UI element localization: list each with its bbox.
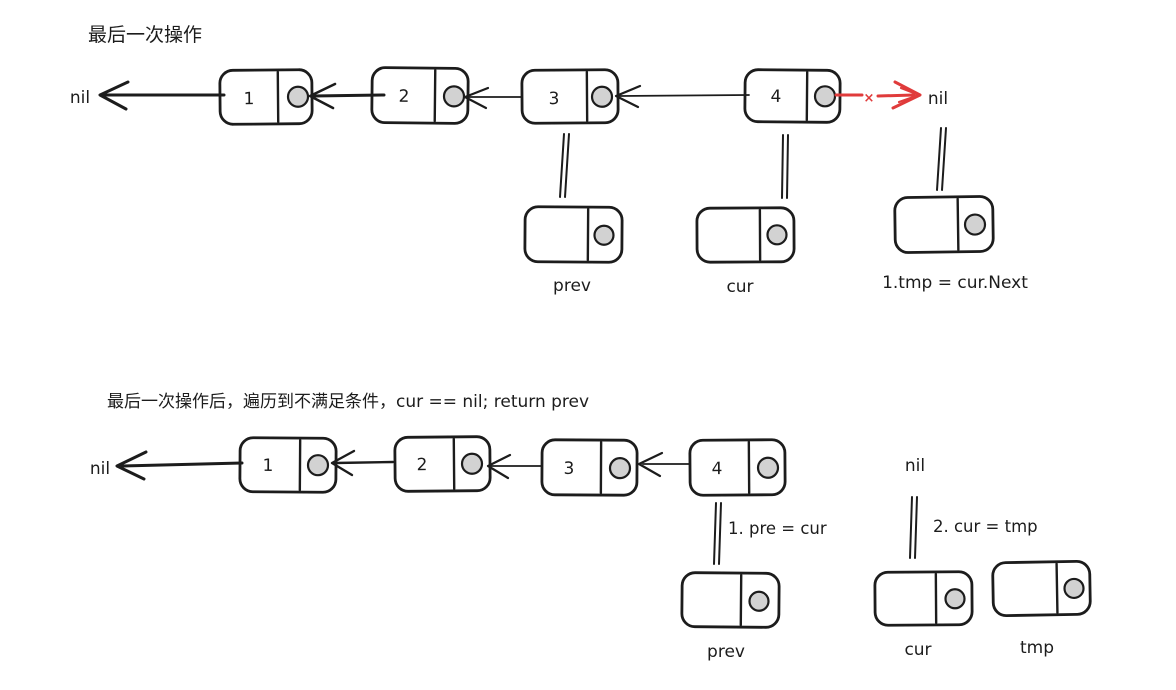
diagram-after-last-operation: 最后一次操作后，遍历到不满足条件，cur == nil; return prev… <box>90 392 1092 662</box>
bottom-node-2-box <box>393 435 492 493</box>
bottom-prev-box <box>680 571 781 629</box>
bottom-prev-label: prev <box>707 642 745 662</box>
bottom-tmp-pointer-box <box>991 559 1092 618</box>
top-node-1: 1 <box>218 68 314 126</box>
bottom-node-1: 1 <box>238 436 338 494</box>
top-prev-label: prev <box>553 276 591 296</box>
bottom-node-3-pointer-slot <box>608 457 632 480</box>
top-node-2: 2 <box>370 66 470 125</box>
bottom-node-2-value: 2 <box>417 455 428 475</box>
bottom-node-4: 4 <box>688 438 787 497</box>
top-node-4: 4 <box>743 68 842 124</box>
connector-line <box>781 134 784 199</box>
top-connector-nil-to-tmp <box>936 127 947 191</box>
bottom-cur-box <box>873 570 974 627</box>
bottom-node-3: 3 <box>540 438 639 497</box>
top-cur-pointer-slot <box>766 224 788 246</box>
bottom-node-3-value: 3 <box>564 459 575 479</box>
top-tmp-box <box>893 195 995 254</box>
connector-line <box>559 133 565 198</box>
connector-line <box>914 496 918 559</box>
bottom-title: 最后一次操作后，遍历到不满足条件，cur == nil; return prev <box>107 392 589 412</box>
bottom-arrow-node3-to-node2-head <box>486 453 512 480</box>
top-node-1-value: 1 <box>244 89 255 109</box>
bottom-node-2: 2 <box>393 435 492 493</box>
top-node-4-pointer-slot <box>813 85 837 108</box>
bottom-node-1-value: 1 <box>263 456 274 476</box>
top-connector-node4-to-cur <box>781 134 789 199</box>
bottom-nil-right-label: nil <box>905 456 925 476</box>
top-cur-label: cur <box>726 277 753 297</box>
bottom-node-3-box <box>540 438 639 497</box>
top-prev-pointer-slot <box>593 224 615 246</box>
top-prev-box <box>523 205 624 264</box>
connector-line <box>718 502 722 565</box>
bottom-node-4-box <box>688 438 787 497</box>
bottom-arrow-node1-to-nil-head <box>115 450 148 481</box>
bottom-connector-nil-to-cur <box>909 496 918 559</box>
connector-line <box>941 127 947 191</box>
bottom-connector-node4-to-prev <box>713 502 722 565</box>
bottom-node-2-pointer-slot <box>460 452 484 475</box>
top-red-arrow-head-inner <box>897 86 921 104</box>
bottom-nil-left-label: nil <box>90 459 110 479</box>
top-tmp-assignment-label: 1.tmp = cur.Next <box>882 273 1028 293</box>
top-prev-pointer-box <box>523 205 624 264</box>
top-nil-right-label: nil <box>928 89 948 109</box>
bottom-arrow-node2-to-node1 <box>333 460 395 465</box>
top-cur-pointer-box <box>695 206 796 264</box>
top-node-2-value: 2 <box>398 87 409 107</box>
bottom-cur-pointer-box <box>873 570 974 627</box>
bottom-prev-pointer-slot <box>748 590 770 612</box>
bottom-node-4-pointer-slot <box>756 456 780 479</box>
connector-line <box>786 134 789 199</box>
top-red-cross-mark: × <box>864 91 875 106</box>
bottom-arrow-node1-to-nil <box>120 461 244 468</box>
connector-line <box>713 502 717 565</box>
top-arrow-node3-to-node2-head <box>463 86 490 110</box>
bottom-step2-label: 2. cur = tmp <box>933 517 1038 536</box>
bottom-node-4-value: 4 <box>712 459 723 479</box>
bottom-tmp-label: tmp <box>1020 638 1054 658</box>
bottom-prev-pointer-box <box>680 571 781 629</box>
top-node-2-pointer-slot <box>442 85 466 108</box>
top-nil-left-label: nil <box>70 88 90 108</box>
top-arrow-node2-to-node1-head <box>308 82 337 110</box>
bottom-tmp-divider <box>1055 562 1059 614</box>
connector-line <box>936 127 942 191</box>
top-node-2-divider <box>433 68 437 123</box>
top-title: 最后一次操作 <box>88 24 202 46</box>
bottom-arrow-node4-to-node3-head <box>637 451 664 478</box>
top-node-1-pointer-slot <box>286 85 310 108</box>
bottom-cur-label: cur <box>904 640 931 660</box>
bottom-cur-pointer-slot <box>944 588 966 610</box>
top-arrow-node4-to-node3-head <box>614 84 642 109</box>
top-node-3-value: 3 <box>549 89 560 109</box>
top-cur-box <box>695 206 796 264</box>
connector-line <box>909 496 913 559</box>
connector-line <box>564 133 570 198</box>
top-broken-next-pointer: × <box>834 80 922 110</box>
top-connector-node3-to-prev <box>559 133 570 198</box>
bottom-step1-label: 1. pre = cur <box>728 519 827 538</box>
top-tmp-divider <box>956 197 960 252</box>
top-tmp-pointer-slot <box>963 213 987 236</box>
top-tmp-pointer-box <box>893 195 995 254</box>
bottom-tmp-box <box>991 559 1092 618</box>
top-node-4-value: 4 <box>770 87 781 107</box>
bottom-node-1-pointer-slot <box>306 454 330 477</box>
top-red-arrow-shaft <box>876 93 916 98</box>
diagram-last-operation: 最后一次操作 nil 1 2 3 <box>70 24 1028 297</box>
top-arrow-node1-to-nil-head <box>98 80 130 111</box>
top-arrow-node4-to-node3 <box>619 94 750 97</box>
bottom-tmp-pointer-slot <box>1063 577 1085 600</box>
top-node-3: 3 <box>520 68 620 125</box>
bottom-arrow-node2-to-node1-head <box>330 449 356 477</box>
top-node-3-pointer-slot <box>590 85 614 108</box>
